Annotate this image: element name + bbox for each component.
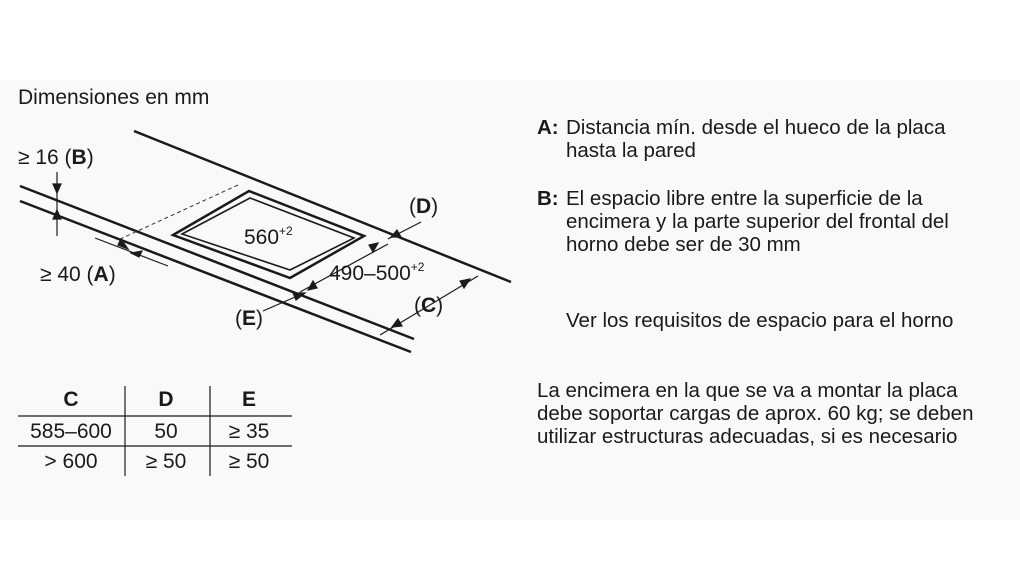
dimension-b-arrow-bottom — [52, 208, 62, 220]
dimension-a-arrow-right — [129, 250, 144, 258]
cutout-inner-edge — [179, 197, 356, 271]
dimension-e-arrow — [292, 292, 307, 301]
label-d: (D) — [409, 195, 438, 218]
dimension-depth-arrow-bottom — [306, 279, 318, 291]
table-header-cell: D — [158, 388, 174, 411]
label-depth: 490–500+2 — [329, 260, 425, 285]
note-text: El espacio libre entre la superficie de … — [566, 187, 949, 256]
table-cell: ≥ 50 — [145, 450, 187, 473]
table-cell: > 600 — [44, 450, 98, 473]
dimension-c-arrow-bottom — [390, 317, 403, 328]
note-key: A: — [537, 116, 559, 139]
table-row: 585–600 50 ≥ 35 — [18, 417, 294, 447]
note-text: La encimera en la que se va a montar la … — [537, 379, 974, 448]
table-cell: 50 — [154, 420, 178, 443]
note-text: Ver los requisitos de espacio para el ho… — [566, 309, 954, 332]
dimension-d-arrow — [389, 228, 403, 238]
table-header-row: C D E — [18, 385, 294, 415]
table-cell: ≥ 35 — [228, 420, 270, 443]
label-a: ≥ 40 (A) — [40, 263, 116, 286]
table-cell: ≥ 50 — [228, 450, 270, 473]
label-b: ≥ 16 (B) — [18, 146, 94, 169]
cutout-outline — [170, 189, 367, 280]
note-key: B: — [537, 187, 559, 210]
countertop-front-edge-top — [19, 184, 415, 341]
label-e: (E) — [235, 307, 263, 330]
page-title: Dimensiones en mm — [18, 86, 210, 109]
dimension-a-line — [94, 237, 169, 267]
countertop-back-edge — [133, 129, 512, 284]
note-text: Distancia mín. desde el hueco de la plac… — [566, 116, 946, 162]
table-header-cell: E — [241, 388, 256, 411]
label-width: 560+2 — [244, 224, 293, 249]
table-row: > 600 ≥ 50 ≥ 50 — [18, 447, 294, 477]
label-c: (C) — [414, 294, 443, 317]
dimension-a-arrow-left — [117, 237, 130, 251]
dimension-b-arrow-top — [52, 183, 62, 195]
content-background — [0, 80, 1020, 520]
table-cell: 585–600 — [30, 420, 112, 443]
countertop-front-edge-bottom — [19, 199, 412, 354]
table-header-cell: C — [63, 388, 79, 411]
dimension-c-arrow-top — [459, 278, 472, 290]
dashed-reference-line — [117, 184, 239, 241]
dimension-depth-arrow-top — [368, 242, 380, 254]
